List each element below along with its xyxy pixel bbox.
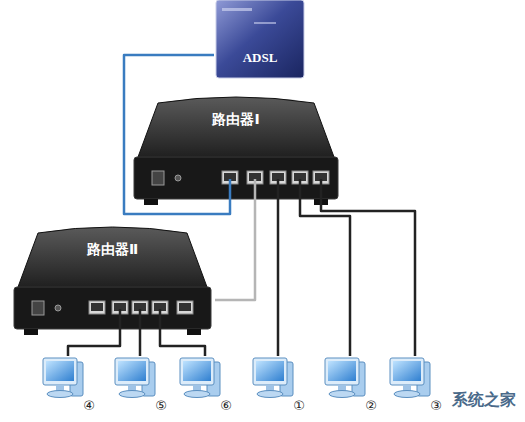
network-cable [277, 207, 280, 356]
router: 路由器Ⅱ [10, 225, 215, 337]
network-cable [68, 337, 120, 356]
callout-number: ④ [40, 398, 96, 413]
network-cable [139, 337, 142, 356]
computer-icon: ① [250, 356, 306, 416]
device-label: ADSL [214, 50, 306, 66]
network-cable [215, 207, 255, 300]
router: 路由器Ⅰ [130, 95, 342, 207]
callout-number: ② [322, 398, 378, 413]
callout-number: ⑤ [112, 398, 168, 413]
computer-icon: ⑤ [112, 356, 168, 416]
callout-number: ③ [387, 398, 443, 413]
network-cable [160, 337, 205, 356]
computer-icon: ⑥ [177, 356, 233, 416]
network-cable [321, 207, 415, 356]
network-cable [300, 207, 350, 356]
router-label: 路由器Ⅱ [10, 241, 215, 259]
router-label: 路由器Ⅰ [130, 111, 342, 129]
adsl-modem: ADSL [214, 0, 306, 80]
callout-number: ⑥ [177, 398, 233, 413]
modem-shape [214, 0, 306, 80]
callout-number: ① [250, 398, 306, 413]
computer-icon: ② [322, 356, 378, 416]
computer-icon: ④ [40, 356, 96, 416]
computer-icon: ③ [387, 356, 443, 416]
watermark: 系统之家 [452, 390, 516, 411]
